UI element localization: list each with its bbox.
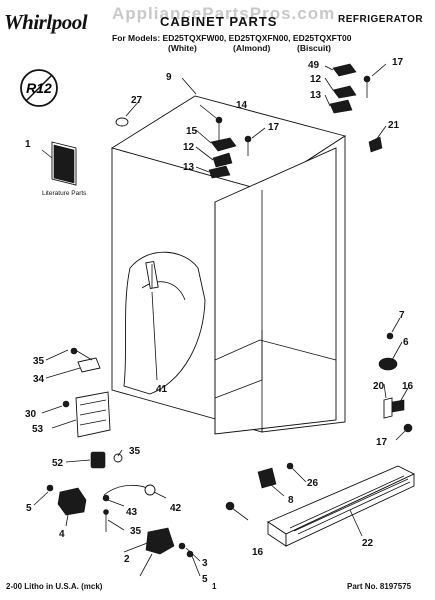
- callout-35c: 35: [130, 526, 142, 537]
- section-label: REFRIGERATOR: [338, 14, 424, 25]
- callout-4: 4: [59, 529, 65, 540]
- literature-label: Literature Parts: [42, 190, 87, 197]
- literature-booklet: Literature Parts: [42, 141, 87, 197]
- callout-21: 21: [388, 120, 400, 131]
- callout-27: 27: [131, 95, 143, 106]
- callout-22: 22: [362, 538, 374, 549]
- callout-17a: 17: [392, 57, 404, 68]
- callout-7: 7: [399, 310, 405, 321]
- model-numbers: For Models: ED25TQXFW00, ED25TQXFN00, ED…: [112, 33, 352, 43]
- callout-34: 34: [33, 374, 45, 385]
- callout-41: 41: [156, 384, 168, 395]
- callout-49: 49: [308, 60, 320, 71]
- watermark: AppliancePartsPros.com: [112, 4, 336, 23]
- top-hinge-center: [208, 116, 252, 179]
- color-biscuit: (Biscuit): [297, 43, 331, 53]
- right-lower-parts: [225, 332, 413, 511]
- callout-3: 3: [202, 558, 208, 569]
- diagram-title: CABINET PARTS: [160, 14, 278, 29]
- callout-12a: 12: [183, 142, 195, 153]
- leader-lines: [33, 63, 409, 577]
- color-white: (White): [168, 43, 197, 53]
- callout-30: 30: [25, 409, 37, 420]
- callout-35b: 35: [129, 446, 141, 457]
- callout-16a: 16: [402, 381, 414, 392]
- callout-16b: 16: [252, 547, 264, 558]
- callout-53: 53: [32, 424, 44, 435]
- callout-43: 43: [126, 507, 138, 518]
- callout-13a: 13: [183, 162, 195, 173]
- footer-litho: 2-00 Litho in U.S.A. (mck): [6, 582, 103, 591]
- left-brackets: [62, 347, 111, 438]
- callout-5a: 5: [26, 503, 32, 514]
- footer-part-number: Part No. 8197575: [347, 582, 412, 591]
- callout-1: 1: [25, 139, 31, 150]
- callout-12b: 12: [310, 74, 322, 85]
- callout-13b: 13: [310, 90, 322, 101]
- callout-17b: 17: [268, 122, 280, 133]
- callout-52: 52: [52, 458, 64, 469]
- badge-text: R12: [26, 80, 52, 96]
- callout-15: 15: [186, 126, 198, 137]
- top-hinge-right: [329, 63, 383, 153]
- r12-badge: R12: [20, 69, 58, 107]
- callout-17c: 17: [376, 437, 388, 448]
- callout-2: 2: [124, 554, 130, 565]
- callouts: 1 2 3 4 5 5 6 7 8 9 12 12 13 13 14 15 16…: [25, 57, 414, 585]
- callout-42: 42: [170, 503, 182, 514]
- callout-35a: 35: [33, 356, 45, 367]
- callout-6: 6: [403, 337, 409, 348]
- toe-grille: [267, 465, 416, 547]
- footer-page-number: 1: [212, 582, 217, 591]
- plug-27: [115, 117, 129, 127]
- callout-26: 26: [307, 478, 319, 489]
- callout-9: 9: [166, 72, 172, 83]
- callout-14: 14: [236, 100, 248, 111]
- color-almond: (Almond): [233, 43, 271, 53]
- callout-20: 20: [373, 381, 385, 392]
- callout-5b: 5: [202, 574, 208, 585]
- brand-logo: Whirlpool: [4, 10, 88, 34]
- lower-left-parts: [46, 451, 194, 558]
- callout-8: 8: [288, 495, 294, 506]
